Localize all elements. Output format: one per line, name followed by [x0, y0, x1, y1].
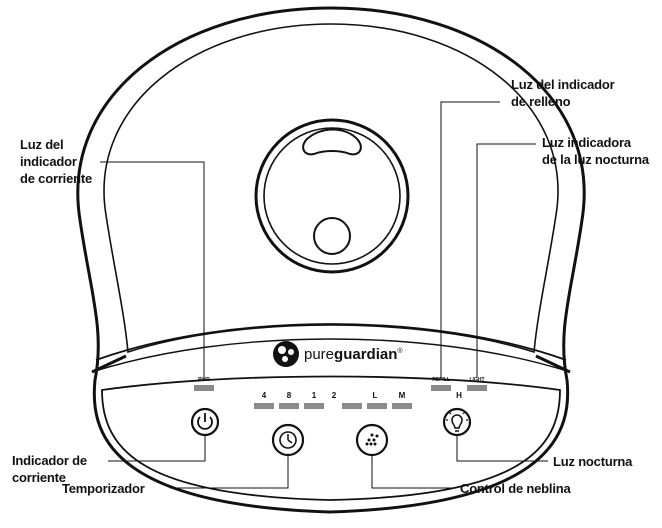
lightbulb-icon — [446, 408, 468, 432]
leader-power-button — [108, 436, 206, 462]
humidifier-body-outline — [76, 6, 586, 514]
power-button[interactable] — [190, 407, 220, 437]
refill-led-label: REFILL — [432, 377, 450, 383]
svg-text:pureguardian®: pureguardian® — [304, 346, 403, 363]
timer-led-2 — [304, 403, 324, 409]
mist-led-2 — [392, 403, 412, 409]
leader-refill-light — [440, 101, 500, 378]
timer-led-1 — [279, 403, 299, 409]
timer-led-0 — [254, 403, 274, 409]
tank-cap — [313, 217, 351, 255]
callout-timer: Temporizador — [62, 481, 145, 496]
pureguardian-logo: pureguardian® — [273, 341, 403, 367]
mist-label-2: H — [456, 391, 462, 400]
body-band-top — [95, 323, 567, 361]
brand-registered-mark: ® — [397, 347, 403, 355]
timer-button[interactable] — [271, 423, 305, 457]
nightlight-button[interactable] — [442, 407, 472, 437]
tank-window-inner — [263, 127, 401, 265]
nightlight-led-label: LIGHT — [470, 377, 485, 383]
leader-nightlight — [456, 436, 548, 462]
mist-led-1 — [367, 403, 387, 409]
callout-power-light: Luz del indicador de corriente — [20, 137, 93, 186]
mist-label-1: M — [399, 391, 406, 400]
humidifier-top-inner-outline — [103, 23, 559, 354]
timer-label-0: 4 — [262, 391, 267, 400]
callout-nightlight-indicator: Luz indicadora de la luz nocturna — [542, 135, 649, 167]
tank-handle-slot — [302, 128, 362, 156]
brand-name-bold: guardian — [334, 346, 397, 363]
leader-mist-control — [371, 456, 454, 489]
clock-icon — [279, 431, 297, 449]
callout-power-button: Indicador de corriente — [12, 453, 87, 485]
mist-control-button[interactable] — [355, 423, 389, 457]
mist-label-0: L — [373, 391, 378, 400]
timer-label-2: 1 — [312, 391, 317, 400]
mist-droplets-icon — [365, 433, 379, 446]
callout-mist-control: Control de neblina — [460, 481, 571, 496]
timer-label-1: 8 — [287, 391, 292, 400]
brand-name-light: pure — [304, 346, 334, 363]
callout-nightlight: Luz nocturna — [553, 454, 633, 469]
leader-power-light — [100, 161, 205, 380]
nightlight-indicator-led — [467, 385, 487, 391]
timer-label-3: 2 — [332, 391, 337, 400]
tank-window-outer — [254, 118, 410, 274]
callout-leader-lines — [100, 101, 548, 489]
body-band-bottom — [91, 338, 571, 373]
refill-indicator-led — [431, 385, 451, 391]
power-icon — [197, 413, 213, 430]
control-panel-outline — [101, 375, 561, 501]
callout-refill-light: Luz del indicador de relleno — [511, 77, 615, 109]
leader-nightlight-indicator — [476, 143, 536, 378]
leader-timer — [170, 456, 289, 489]
mist-led-0 — [342, 403, 362, 409]
power-indicator-led — [194, 385, 214, 391]
